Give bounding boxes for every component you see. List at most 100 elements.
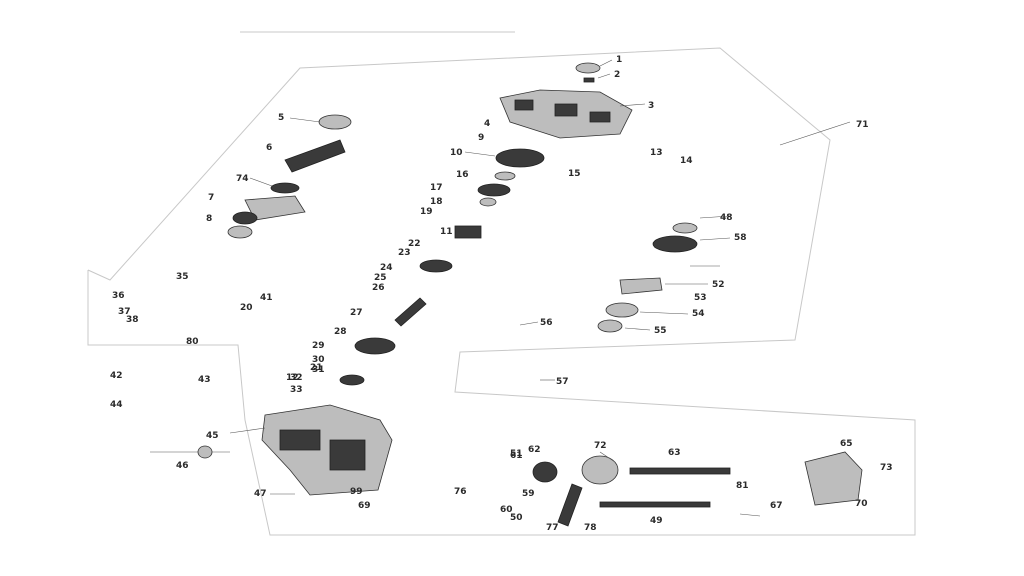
part-bracket-52 — [619, 277, 663, 295]
callout-label: 58 — [734, 233, 747, 243]
callout-label: 61 — [510, 451, 523, 461]
callout-label: 48 — [720, 213, 733, 223]
callout-label: 78 — [584, 523, 597, 533]
callout-label: 4 — [484, 119, 490, 129]
callout-label: 70 — [855, 499, 868, 509]
callout-label: 18 — [430, 197, 443, 207]
part-main-housing-45 — [261, 404, 393, 496]
callout-label: 45 — [206, 431, 219, 441]
callout-label: 21 — [310, 363, 323, 373]
callout-label: 3 — [648, 101, 654, 111]
callout-label: 59 — [522, 489, 535, 499]
callout-label: 31 — [312, 365, 325, 375]
callout-label: 11 — [440, 227, 453, 237]
callout-label: 14 — [680, 156, 693, 166]
callout-label: 1 — [616, 55, 622, 65]
callout-label: 32 — [290, 373, 303, 383]
callout-label: 27 — [350, 308, 363, 318]
callout-label: 17 — [430, 183, 443, 193]
callout-label: 55 — [654, 326, 667, 336]
part-ring-48 — [672, 222, 698, 234]
part-shaft-63 — [629, 467, 731, 475]
callout-label: 69 — [358, 501, 371, 511]
part-gear-62 — [532, 461, 558, 483]
callout-label: 22 — [408, 239, 421, 249]
part-cap-55 — [597, 319, 623, 333]
callout-label: 36 — [112, 291, 125, 301]
callout-label: 8 — [206, 214, 212, 224]
callout-label: 49 — [650, 516, 663, 526]
callout-label: 13 — [650, 148, 663, 158]
callout-label: 16 — [456, 170, 469, 180]
callout-label: 72 — [594, 441, 607, 451]
callout-label: 10 — [450, 148, 463, 158]
part-cap-1 — [575, 62, 601, 74]
callout-label: 54 — [692, 309, 705, 319]
callout-label: 74 — [236, 174, 249, 184]
callout-label: 47 — [254, 489, 267, 499]
callout-label: 77 — [546, 523, 559, 533]
part-rod-46 — [150, 445, 230, 459]
callout-label: 7 — [208, 193, 214, 203]
part-gear-29 — [354, 337, 396, 355]
callout-label: 43 — [198, 375, 211, 385]
callout-label: 51 — [510, 449, 523, 459]
callout-label: 5 — [278, 113, 284, 123]
part-ring-32 — [339, 374, 365, 386]
part-gear-24 — [419, 259, 453, 273]
callout-label: 65 — [840, 439, 853, 449]
callout-label: 26 — [372, 283, 385, 293]
part-ring-18 — [479, 197, 497, 207]
callout-label: 44 — [110, 400, 123, 410]
part-end-housing-65 — [804, 451, 863, 506]
part-gear-72 — [581, 455, 619, 485]
callout-label: 42 — [110, 371, 123, 381]
callout-label: 24 — [380, 263, 393, 273]
callout-label: 67 — [770, 501, 783, 511]
callout-label: 9 — [478, 133, 484, 143]
callout-label: 6 — [266, 143, 272, 153]
callout-label: 73 — [880, 463, 893, 473]
callout-label: 37 — [118, 307, 131, 317]
leader-lines — [229, 59, 851, 517]
callout-label: 81 — [736, 481, 749, 491]
callout-label: 53 — [694, 293, 707, 303]
part-shaft-49 — [599, 501, 711, 508]
callout-label: 99 — [350, 487, 363, 497]
callout-label: 33 — [290, 385, 303, 395]
callout-label: 30 — [312, 355, 325, 365]
callout-label: 23 — [398, 248, 411, 258]
callout-label: 52 — [712, 280, 725, 290]
part-gear-11 — [454, 225, 482, 239]
part-bearing-8b — [232, 211, 258, 225]
part-bearing-9 — [227, 225, 253, 239]
callout-label: 76 — [454, 487, 467, 497]
part-pin-2 — [583, 77, 595, 83]
callout-label: 2 — [614, 70, 620, 80]
callout-label: 63 — [668, 448, 681, 458]
part-ring-16 — [494, 171, 516, 181]
callout-label: 41 — [260, 293, 273, 303]
callout-label: 56 — [540, 318, 553, 328]
callout-label: 50 — [510, 513, 523, 523]
callout-label: 25 — [374, 273, 387, 283]
callout-label: 28 — [334, 327, 347, 337]
callout-label: 38 — [126, 315, 139, 325]
callout-label: 80 — [186, 337, 199, 347]
callout-label: 57 — [556, 377, 569, 387]
assembly-boundary — [87, 47, 916, 536]
part-gear-74 — [270, 182, 300, 194]
callout-label: 29 — [312, 341, 325, 351]
callout-label: 19 — [420, 207, 433, 217]
part-top-cover — [499, 89, 633, 139]
callout-label: 20 — [240, 303, 253, 313]
part-gear-10 — [495, 148, 545, 168]
callout-label: 60 — [500, 505, 513, 515]
callout-labels: 1 2 3 4 5 6 7 8 9 10 11 12 13 14 15 16 1… — [110, 55, 893, 533]
callout-label: 62 — [528, 445, 541, 455]
part-bracket-77 — [557, 483, 583, 527]
callout-label: 46 — [176, 461, 189, 471]
callout-label: 35 — [176, 272, 189, 282]
callout-label: 71 — [856, 120, 869, 130]
